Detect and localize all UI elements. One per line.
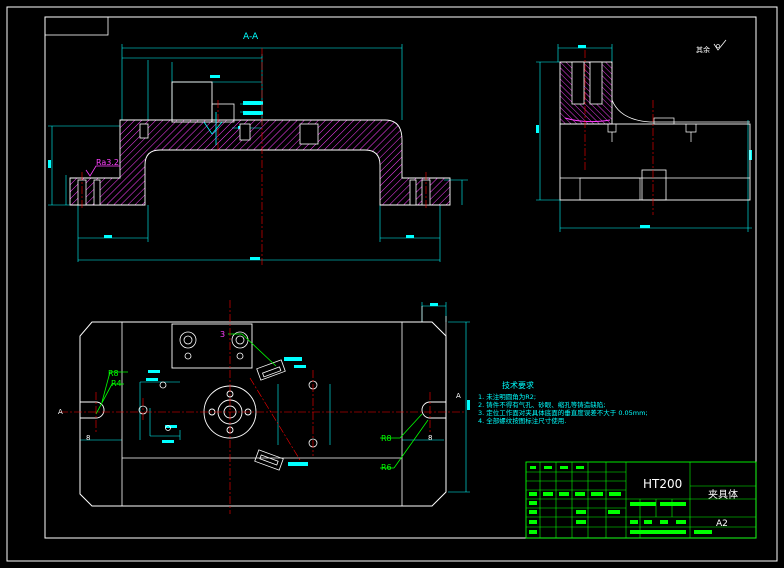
roughness-other-label: 其余 [696,45,710,54]
radius-r8-right: R8 [381,434,392,443]
dim-label-left: 8 [86,434,90,442]
cut-label-right: A [456,392,461,400]
note-item-3: 3. 定位工作面对夹具体底面的垂直度误差不大于 0.05mm; [478,408,648,417]
section-view-a-a: Ra3.2 A-A [48,32,468,265]
dim-label-top: 3 [220,330,225,339]
dim-label-right: 8 [428,434,432,442]
technical-notes: 技术要求 1. 未注明圆角为R2; 2. 铸件不得有气孔、砂眼、缩孔等铸造缺陷;… [478,380,648,425]
drawing-frame [6,6,778,562]
note-item-2: 2. 铸件不得有气孔、砂眼、缩孔等铸造缺陷; [478,400,605,409]
notes-heading: 技术要求 [502,380,534,390]
roughness-label: Ra3.2 [96,158,119,167]
material-label: HT200 [643,477,682,491]
title-block: HT200 夹具体 A2 [525,461,757,539]
section-label: A-A [243,32,259,42]
plan-view: R8 R4 R8 R6 A A 8 8 3 [58,300,470,514]
radius-r4-left: R4 [111,379,122,388]
side-view: 其余 [536,39,752,232]
sheet-size-label: A2 [716,519,728,529]
note-item-4: 4. 全部螺纹按图标注尺寸使用. [478,416,566,425]
cut-label-left: A [58,408,63,416]
radius-r6-right: R6 [381,463,392,472]
note-item-1: 1. 未注明圆角为R2; [478,392,536,401]
radius-r8-left: R8 [108,369,119,378]
part-name-label: 夹具体 [708,488,738,501]
